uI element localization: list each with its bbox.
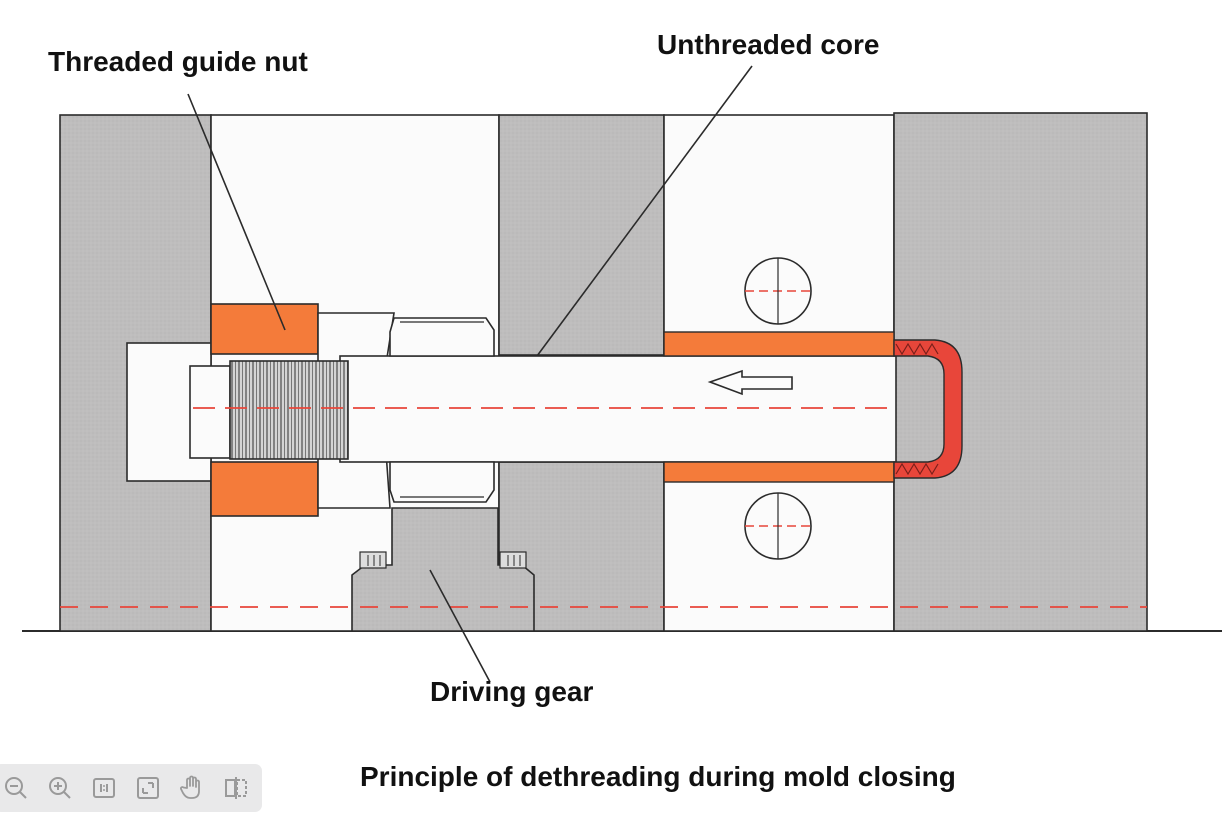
guide-nut-top (210, 303, 319, 355)
actual-size-icon (93, 778, 115, 798)
compare-icon (225, 777, 247, 799)
center-block-top (498, 114, 665, 356)
gear-hub-top (389, 317, 495, 357)
cap-thread-top (895, 342, 939, 356)
right-mold-plate (893, 112, 1148, 632)
direction-arrow (707, 369, 793, 396)
pan-hand-icon (180, 775, 200, 799)
zoom-out-button[interactable] (0, 764, 38, 812)
zoom-in-button[interactable] (38, 764, 82, 812)
shaft-threaded-section (229, 360, 349, 460)
core-shaft (339, 355, 897, 463)
cap-thread-bottom (895, 462, 939, 476)
label-threaded-guide-nut: Threaded guide nut (48, 46, 308, 77)
shaft-head (189, 365, 231, 459)
compare-button[interactable] (214, 764, 258, 812)
label-driving-gear: Driving gear (430, 676, 594, 707)
actual-size-button[interactable] (82, 764, 126, 812)
image-viewer-toolbar (0, 764, 262, 812)
gear-bearing-left (359, 551, 387, 569)
guide-nut-bottom (210, 461, 319, 517)
diagram-caption: Principle of dethreading during mold clo… (360, 761, 956, 792)
molded-part-top (663, 331, 895, 357)
leader-gear (429, 569, 491, 683)
pan-hand-button[interactable] (170, 764, 214, 812)
molded-part-bottom (663, 461, 895, 483)
fit-window-icon (137, 777, 159, 799)
label-unthreaded-core: Unthreaded core (657, 29, 880, 60)
gear-bearing-right (499, 551, 527, 569)
leader-core (536, 65, 753, 357)
zoom-out-icon (5, 777, 27, 799)
zoom-in-icon (49, 777, 71, 799)
fit-window-button[interactable] (126, 764, 170, 812)
gear-hub-bottom (389, 461, 495, 503)
threaded-cap (893, 339, 963, 479)
leader-nut (187, 93, 286, 331)
